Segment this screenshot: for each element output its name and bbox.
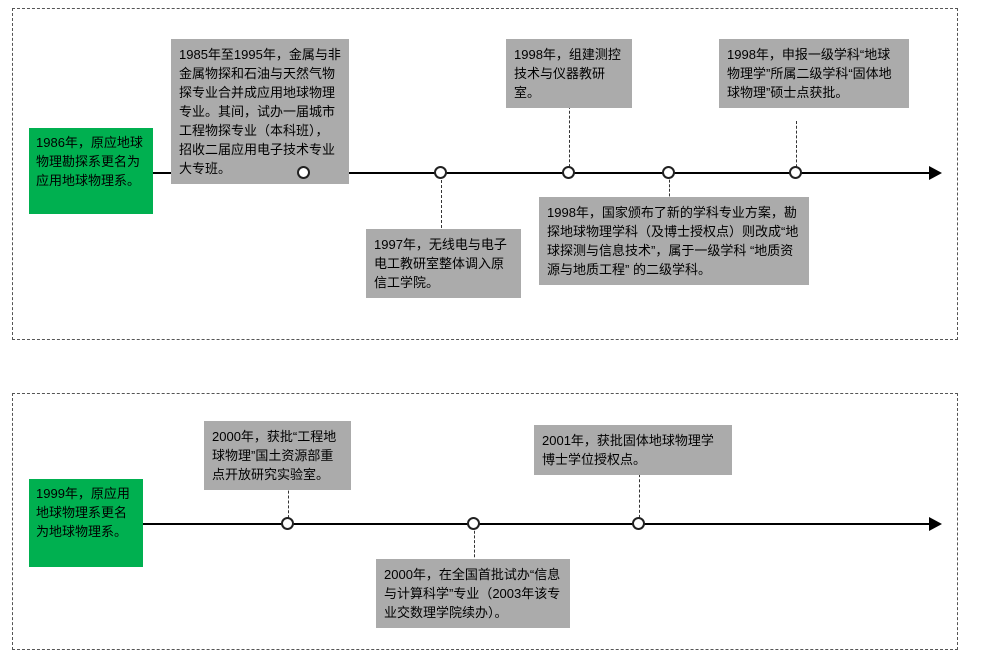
start-box: 1986年，原应地球物理勘探系更名为应用地球物理系。 — [29, 128, 153, 214]
timeline-node — [467, 517, 480, 530]
event-box: 1998年，申报一级学科“地球物理学”所属二级学科“固体地球物理”硕士点获批。 — [719, 39, 909, 108]
timeline-node — [297, 166, 310, 179]
connector-line — [474, 526, 475, 562]
arrowhead-icon — [929, 517, 942, 531]
timeline-node — [562, 166, 575, 179]
timeline-axis — [153, 172, 929, 174]
arrowhead-icon — [929, 166, 942, 180]
event-box: 1985年至1995年，金属与非金属物探和石油与天然气物探专业合并成应用地球物理… — [171, 39, 349, 184]
event-box: 2000年，获批“工程地球物理”国土资源部重点开放研究实验室。 — [204, 421, 351, 490]
event-box: 1997年，无线电与电子电工教研室整体调入原信工学院。 — [366, 229, 521, 298]
connector-line — [639, 464, 640, 523]
event-box: 2001年，获批固体地球物理学博士学位授权点。 — [534, 425, 732, 475]
event-box: 1998年，组建测控技术与仪器教研室。 — [506, 39, 632, 108]
timeline-panel-1: 1986年，原应地球物理勘探系更名为应用地球物理系。 1985年至1995年，金… — [12, 8, 958, 340]
timeline-node — [434, 166, 447, 179]
connector-line — [669, 175, 670, 201]
event-box: 1998年，国家颁布了新的学科专业方案，勘探地球物理学科（及博士授权点）则改成“… — [539, 197, 809, 285]
start-box: 1999年，原应用地球物理系更名为地球物理系。 — [29, 479, 143, 567]
timeline-panel-2: 1999年，原应用地球物理系更名为地球物理系。 2000年，获批“工程地球物理”… — [12, 393, 958, 650]
timeline-node — [662, 166, 675, 179]
connector-line — [569, 101, 570, 172]
connector-line — [288, 476, 289, 523]
timeline-node — [789, 166, 802, 179]
connector-line — [796, 121, 797, 172]
connector-line — [441, 175, 442, 233]
timeline-axis — [143, 523, 929, 525]
timeline-node — [281, 517, 294, 530]
timeline-node — [632, 517, 645, 530]
event-box: 2000年，在全国首批试办“信息与计算科学”专业（2003年该专业交数理学院续办… — [376, 559, 570, 628]
